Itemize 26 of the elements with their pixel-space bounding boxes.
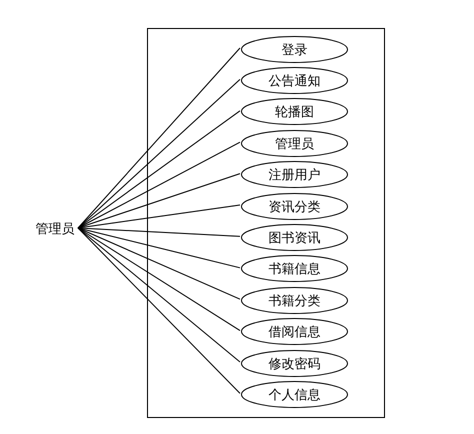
use-case-label: 借阅信息: [268, 325, 320, 338]
use-case-label: 修改密码: [268, 356, 320, 370]
use-case-label: 图书资讯: [268, 230, 320, 244]
use-case-label: 资讯分类: [268, 200, 320, 212]
use-case-label: 书籍信息: [268, 262, 320, 276]
system-boundary: [147, 28, 385, 418]
use-case-label: 管理员: [275, 136, 314, 150]
association-line: [78, 228, 240, 332]
association-line: [78, 142, 240, 228]
use-case-label: 轮播图: [275, 105, 314, 118]
use-case-label: 登录: [282, 42, 308, 56]
association-line: [78, 228, 240, 362]
association-line: [78, 78, 240, 228]
association-line: [78, 228, 240, 394]
use-case-label: 书籍分类: [268, 294, 320, 307]
association-line: [78, 228, 240, 237]
association-line: [78, 173, 240, 228]
association-line: [78, 228, 240, 300]
use-case-label: 注册用户: [268, 168, 320, 182]
association-line: [78, 110, 240, 228]
use-case-label: 公告通知: [268, 74, 320, 87]
use-case-label: 个人信息: [268, 388, 320, 401]
association-line: [78, 228, 240, 268]
association-line: [78, 48, 240, 228]
actor-label: 管理员: [36, 222, 74, 234]
association-line: [78, 204, 240, 228]
